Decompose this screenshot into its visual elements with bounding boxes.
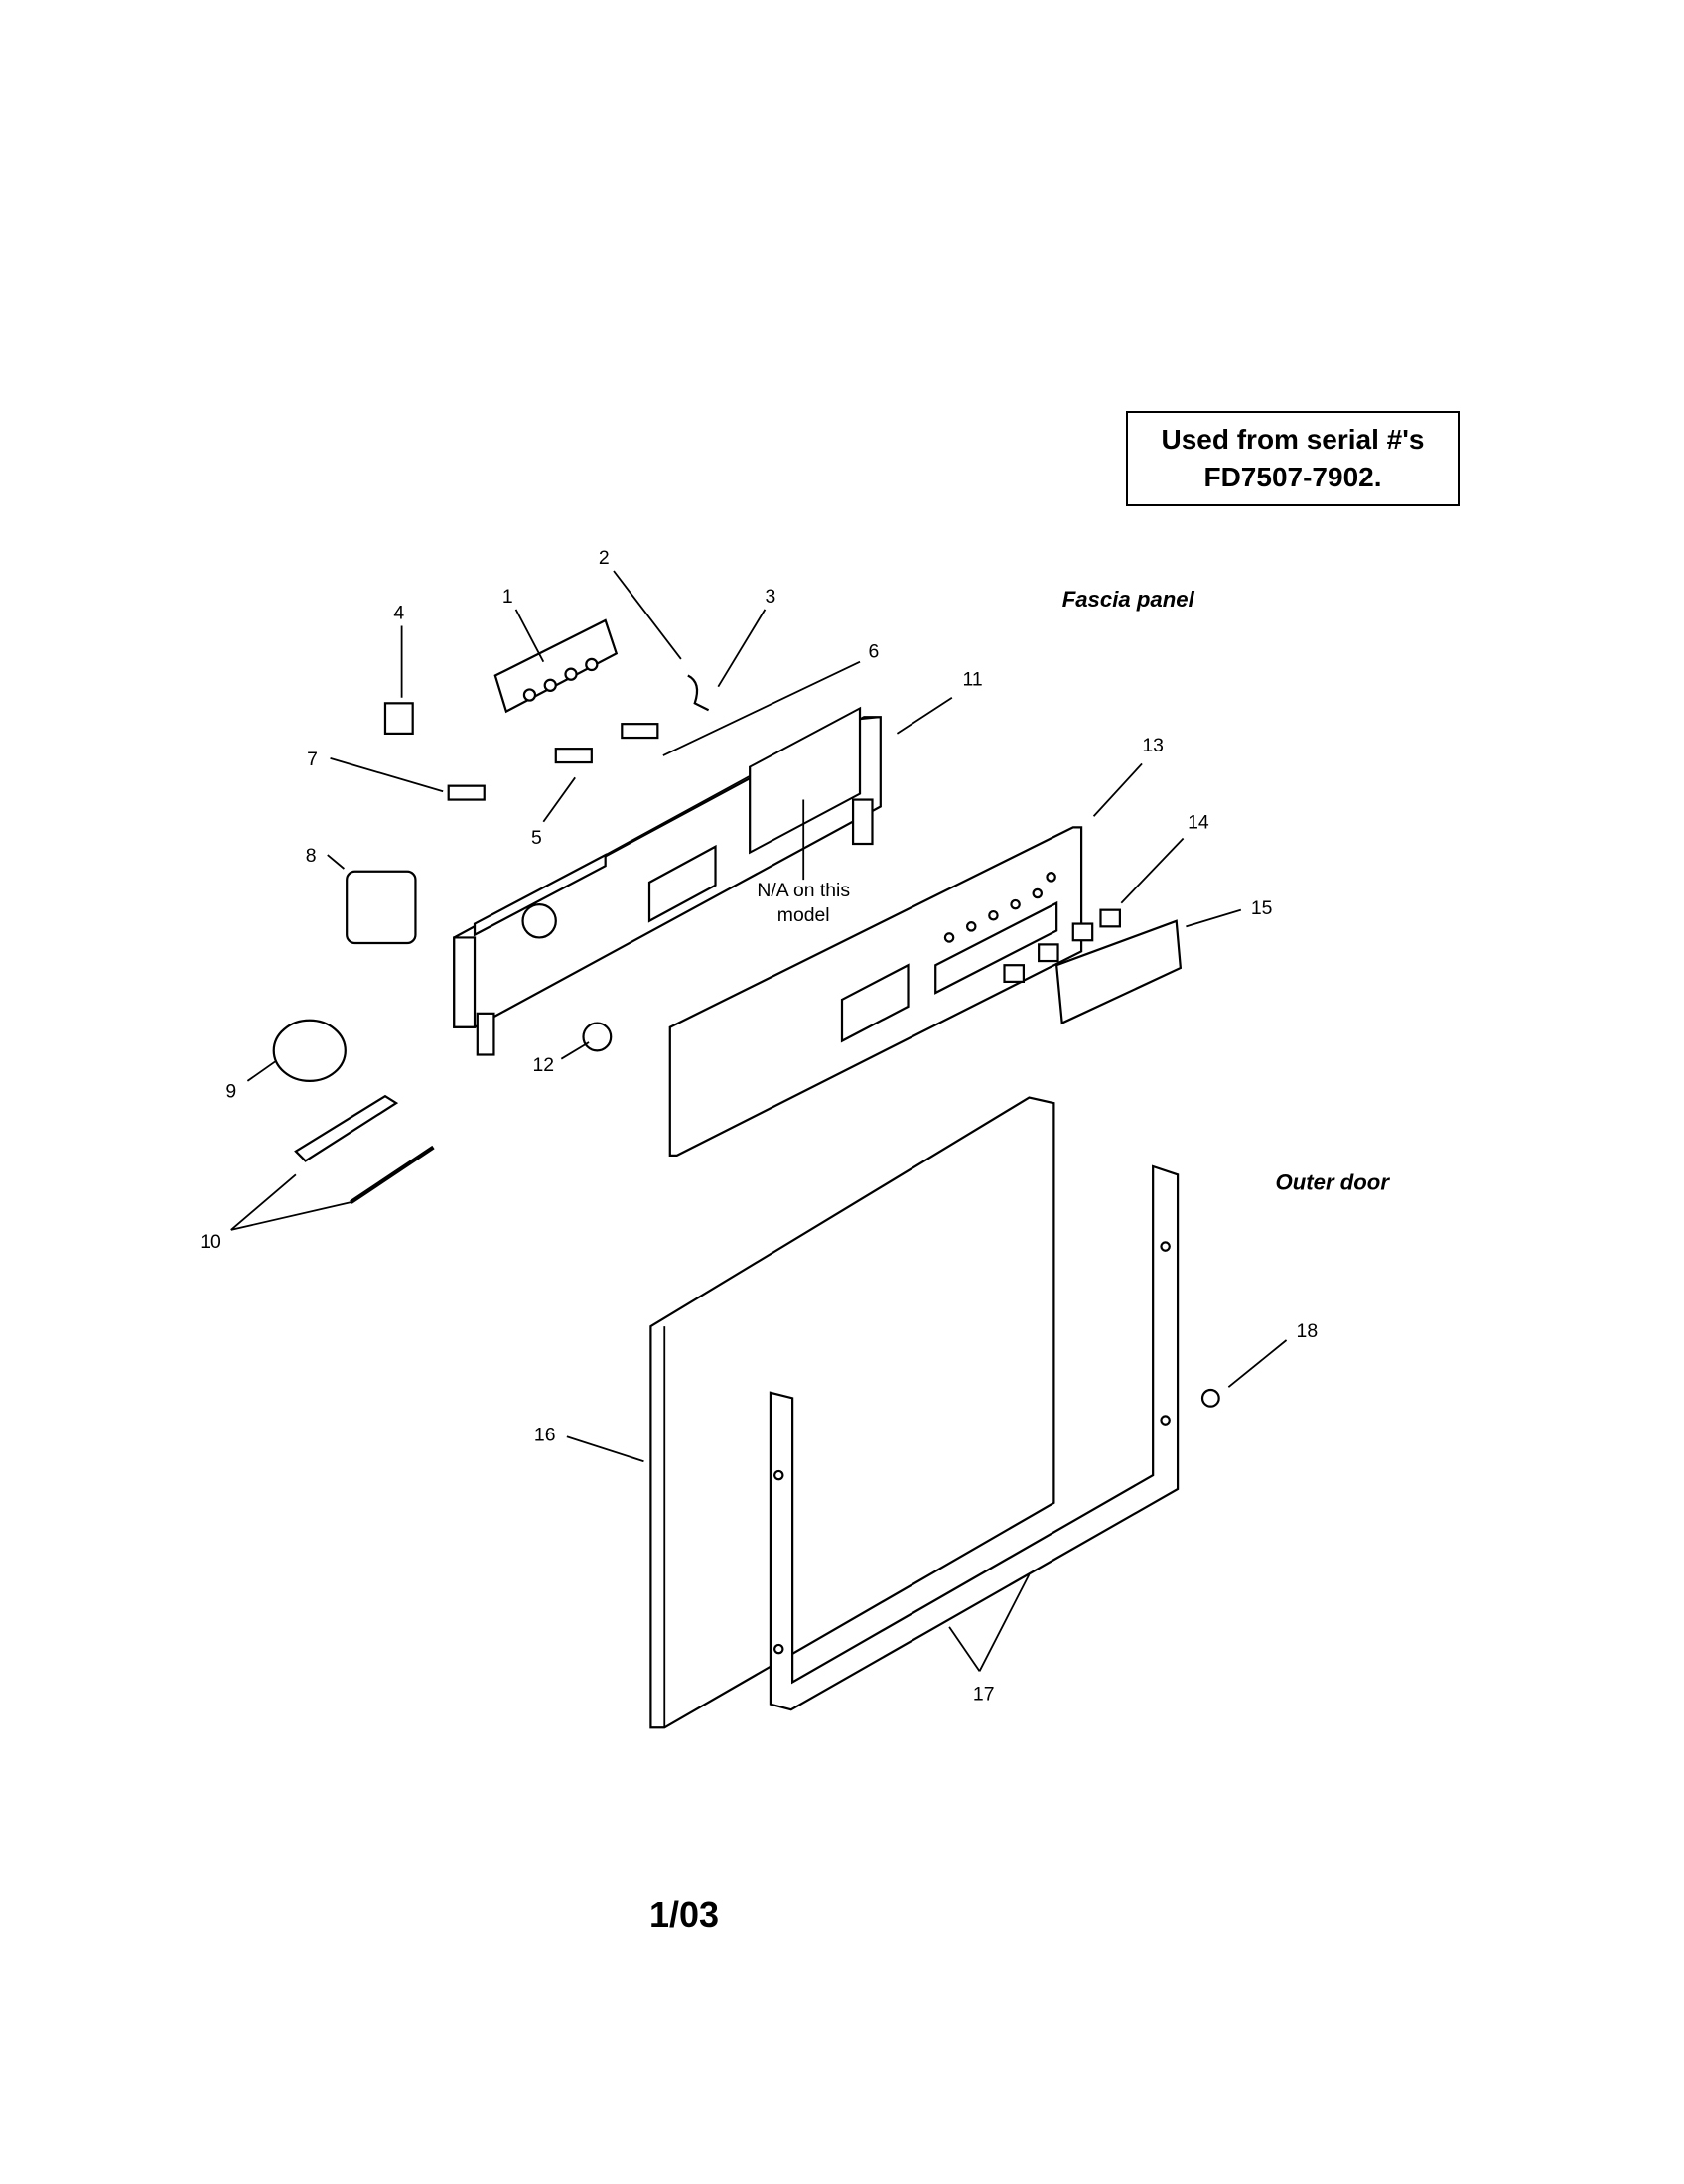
part-14-15-buttons xyxy=(1003,908,1183,1025)
serial-notice-line2: FD7507-7902. xyxy=(1203,462,1382,492)
note-line1: N/A on this xyxy=(757,880,850,901)
callout-1: 1 xyxy=(502,586,513,608)
part-1-switch xyxy=(493,618,619,714)
callout-9: 9 xyxy=(225,1081,236,1103)
callout-17: 17 xyxy=(973,1683,995,1705)
part-7-button xyxy=(447,784,486,801)
callout-2: 2 xyxy=(599,547,610,569)
note-line2: model xyxy=(777,904,830,926)
part-12-knob xyxy=(582,1022,613,1052)
callout-numbers: 1 2 3 4 5 6 7 8 9 10 11 12 13 14 15 16 1… xyxy=(200,547,1318,1705)
part-9-knob xyxy=(272,1019,347,1082)
door-frame-part xyxy=(769,1164,1180,1711)
part-6-button xyxy=(621,723,659,740)
part-18-screw xyxy=(1200,1388,1220,1408)
part-2-3-spring xyxy=(687,674,710,712)
callout-7: 7 xyxy=(307,749,318,770)
part-8-timer xyxy=(346,870,417,945)
callout-4: 4 xyxy=(393,603,404,624)
callout-15: 15 xyxy=(1251,897,1273,919)
callout-13: 13 xyxy=(1142,735,1164,756)
leader-lines xyxy=(230,570,1288,1672)
callout-18: 18 xyxy=(1297,1320,1319,1342)
callout-5: 5 xyxy=(531,827,542,849)
callout-16: 16 xyxy=(534,1424,556,1445)
callout-11: 11 xyxy=(963,668,983,690)
callout-3: 3 xyxy=(766,586,776,608)
section-label-outer-door: Outer door xyxy=(1275,1170,1390,1195)
part-4 xyxy=(383,702,414,735)
callout-12: 12 xyxy=(533,1054,555,1076)
fascia-trim-part xyxy=(668,826,1083,1157)
section-label-fascia: Fascia panel xyxy=(1062,587,1195,612)
serial-notice-line1: Used from serial #'s xyxy=(1161,424,1425,455)
part-5-button xyxy=(554,748,593,764)
callout-10: 10 xyxy=(200,1231,221,1253)
part-10-handle xyxy=(294,1094,399,1162)
outer-door-part xyxy=(649,1096,1055,1729)
callout-6: 6 xyxy=(868,640,879,662)
serial-notice-box: Used from serial #'s FD7507-7902. xyxy=(1126,411,1460,506)
fascia-panel-part xyxy=(453,706,882,1056)
page-number: 1/03 xyxy=(649,1894,720,1935)
callout-8: 8 xyxy=(306,845,317,867)
callout-14: 14 xyxy=(1188,812,1209,834)
